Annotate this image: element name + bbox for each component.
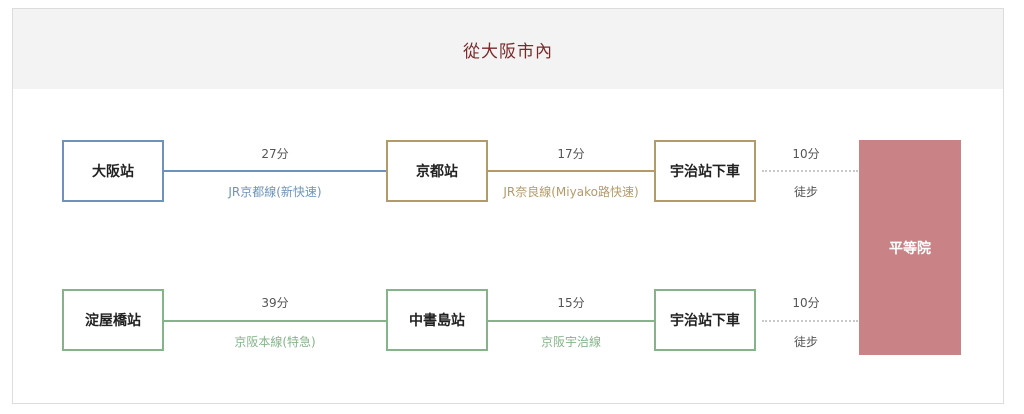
- line-jr-kyoto: [164, 170, 386, 172]
- station-osaka: 大阪站: [62, 140, 164, 202]
- station-yodoyabashi: 淀屋橋站: [62, 289, 164, 351]
- walk-time-label: 10分: [792, 296, 820, 310]
- line-keihan-uji: [488, 320, 654, 322]
- line-keihan-main: [164, 320, 386, 322]
- card-header: 從大阪市內: [13, 9, 1003, 89]
- train-line-label: JR京都線(新快速): [228, 185, 322, 199]
- route-card: 從大阪市內: [12, 8, 1004, 404]
- page-title: 從大阪市內: [463, 41, 553, 62]
- station-chushojima: 中書島站: [386, 289, 488, 351]
- travel-time-label: 17分: [557, 147, 585, 161]
- station-kyoto: 京都站: [386, 140, 488, 202]
- travel-time-label: 15分: [557, 296, 585, 310]
- station-uji: 宇治站下車: [654, 289, 756, 351]
- travel-time-label: 39分: [261, 296, 289, 310]
- walk-path: [762, 170, 858, 172]
- travel-time-label: 27分: [261, 147, 289, 161]
- train-line-label: JR奈良線(Miyako路快速): [503, 185, 639, 199]
- station-uji: 宇治站下車: [654, 140, 756, 202]
- train-line-label: 京阪本線(特急): [234, 335, 316, 349]
- destination-byodoin: 平等院: [859, 140, 961, 355]
- walk-label: 徒步: [793, 335, 819, 349]
- train-line-label: 京阪宇治線: [540, 335, 602, 349]
- walk-time-label: 10分: [792, 147, 820, 161]
- walk-path: [762, 320, 858, 322]
- line-jr-nara: [488, 170, 654, 172]
- walk-label: 徒步: [793, 185, 819, 199]
